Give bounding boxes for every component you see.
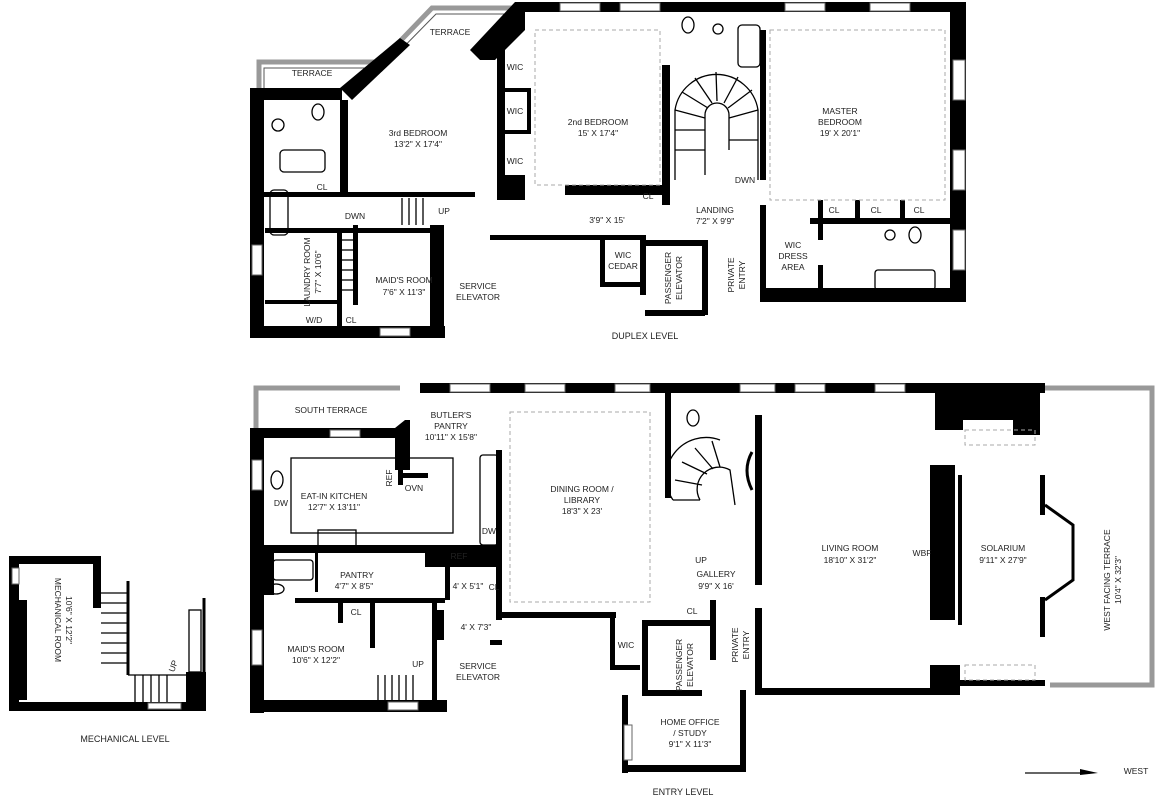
room-dims: 18'3" X 23' bbox=[562, 506, 603, 516]
room-name: ELEVATOR bbox=[674, 256, 684, 300]
down-label: DWN bbox=[345, 211, 365, 221]
room-dims: 9'11" X 27'9" bbox=[979, 555, 1026, 565]
closet-label: CL bbox=[829, 205, 840, 215]
oven-label: OVN bbox=[405, 483, 423, 493]
room-name: AREA bbox=[781, 262, 804, 272]
room-name: SERVICE bbox=[459, 661, 496, 671]
room-name: ELEVATOR bbox=[685, 643, 695, 687]
room-dims: 18'10" X 31'2" bbox=[824, 555, 877, 565]
room-dims: 9'9" X 16' bbox=[698, 581, 734, 591]
room-name: ELEVATOR bbox=[456, 292, 500, 302]
room-dims: 10'4" X 32'3" bbox=[1113, 556, 1123, 604]
room-name: MAID'S ROOM bbox=[287, 644, 344, 654]
level-title: DUPLEX LEVEL bbox=[612, 331, 679, 341]
room-name: LAUNDRY ROOM bbox=[302, 237, 312, 306]
room-name: PANTRY bbox=[434, 421, 468, 431]
duplex-level-plan: TERRACE TERRACE 3rd BEDROOM 13'2" X 17'4… bbox=[250, 2, 966, 341]
room-dims: 7'6" X 11'3" bbox=[383, 287, 426, 297]
room-dims: 4' X 5'1" bbox=[453, 581, 484, 591]
up-label: UP bbox=[412, 659, 424, 669]
room-name: ENTRY bbox=[737, 260, 747, 289]
room-name: DRESS bbox=[778, 251, 808, 261]
room-name: PASSENGER bbox=[674, 639, 684, 691]
room-name: MECHANICAL ROOM bbox=[53, 578, 63, 662]
compass-label: WEST bbox=[1124, 766, 1149, 776]
dishwasher-label: DW bbox=[274, 498, 288, 508]
room-name: MASTER bbox=[822, 106, 857, 116]
mechanical-level-plan: MECHANICAL ROOM 10'6" X 12'2" UP MECHANI… bbox=[9, 556, 206, 744]
room-name: BEDROOM bbox=[818, 117, 862, 127]
fireplace-label: WBF bbox=[913, 548, 932, 558]
room-name: HOME OFFICE bbox=[660, 717, 719, 727]
wic-label: WIC bbox=[507, 62, 524, 72]
closet-label: CL bbox=[346, 315, 357, 325]
room-name: SOLARIUM bbox=[981, 543, 1025, 553]
wic-label: WIC bbox=[507, 106, 524, 116]
room-dims: 7'7" X 10'6" bbox=[313, 250, 323, 293]
terrace-label: WEST FACING TERRACE bbox=[1102, 529, 1112, 631]
compass: WEST bbox=[1025, 766, 1148, 776]
wic-label: WIC bbox=[507, 156, 524, 166]
closet-label: CL bbox=[351, 607, 362, 617]
room-name: WIC bbox=[615, 250, 632, 260]
room-name: LIVING ROOM bbox=[822, 543, 879, 553]
room-dims: 19' X 20'1" bbox=[820, 128, 860, 138]
down-label: DWN bbox=[735, 175, 755, 185]
room-name: EAT-IN KITCHEN bbox=[301, 491, 367, 501]
up-label: UP bbox=[438, 206, 450, 216]
room-name: MAID'S ROOM bbox=[375, 275, 432, 285]
room-name: LIBRARY bbox=[564, 495, 601, 505]
room-dims: 4' X 7'3" bbox=[461, 622, 492, 632]
up-label: UP bbox=[166, 658, 180, 673]
room-dims: 12'7" X 13'11" bbox=[308, 502, 360, 512]
room-name: ELEVATOR bbox=[456, 672, 500, 682]
room-name: BUTLER'S bbox=[431, 410, 472, 420]
terrace-label: TERRACE bbox=[430, 27, 471, 37]
room-dims: 15' X 17'4" bbox=[578, 128, 618, 138]
room-name: WIC bbox=[785, 240, 802, 250]
room-name: GALLERY bbox=[696, 569, 735, 579]
room-name: LANDING bbox=[696, 205, 734, 215]
room-name: SERVICE bbox=[459, 281, 496, 291]
closet-label: CL bbox=[914, 205, 925, 215]
closet-label: CL bbox=[643, 191, 654, 201]
room-dims: 10'6" X 12'2" bbox=[292, 655, 340, 665]
terrace-label: SOUTH TERRACE bbox=[295, 405, 368, 415]
closet-label: CL bbox=[317, 182, 328, 192]
room-name: / STUDY bbox=[673, 728, 707, 738]
refrigerator-label: REF bbox=[384, 470, 394, 487]
terrace-label: TERRACE bbox=[292, 68, 333, 78]
room-name: PASSENGER bbox=[663, 252, 673, 304]
entry-level-plan: SOUTH TERRACE BUTLER'S PANTRY 10'11" X 1… bbox=[250, 383, 1155, 797]
dishwasher-label: DW bbox=[482, 526, 496, 536]
room-dims: 4'7" X 8'5" bbox=[335, 581, 374, 591]
room-dims: 9'1" X 11'3" bbox=[669, 739, 712, 749]
level-title: ENTRY LEVEL bbox=[653, 787, 714, 797]
room-name: PRIVATE bbox=[730, 627, 740, 662]
closet-label: CL bbox=[687, 606, 698, 616]
level-title: MECHANICAL LEVEL bbox=[80, 734, 169, 744]
room-dims: 10'6" X 12'2" bbox=[64, 596, 74, 644]
room-dims: 13'2" X 17'4" bbox=[394, 139, 442, 149]
room-name: PRIVATE bbox=[726, 257, 736, 292]
room-name: PANTRY bbox=[340, 570, 374, 580]
room-dims: 10'11" X 15'8" bbox=[425, 432, 477, 442]
washer-dryer-label: W/D bbox=[306, 315, 323, 325]
wic-label: WIC bbox=[618, 640, 635, 650]
room-name: 3rd BEDROOM bbox=[389, 128, 448, 138]
refrigerator-label: REF bbox=[451, 551, 468, 561]
room-name: ENTRY bbox=[741, 630, 751, 659]
room-dims: 7'2" X 9'9" bbox=[696, 216, 735, 226]
arrow-right-icon bbox=[1025, 769, 1098, 775]
room-name: 2nd BEDROOM bbox=[568, 117, 628, 127]
up-label: UP bbox=[695, 555, 707, 565]
room-dims: 3'9" X 15' bbox=[589, 215, 625, 225]
room-name: CEDAR bbox=[608, 261, 638, 271]
room-name: DINING ROOM / bbox=[550, 484, 614, 494]
closet-label: CL bbox=[489, 582, 500, 592]
closet-label: CL bbox=[871, 205, 882, 215]
